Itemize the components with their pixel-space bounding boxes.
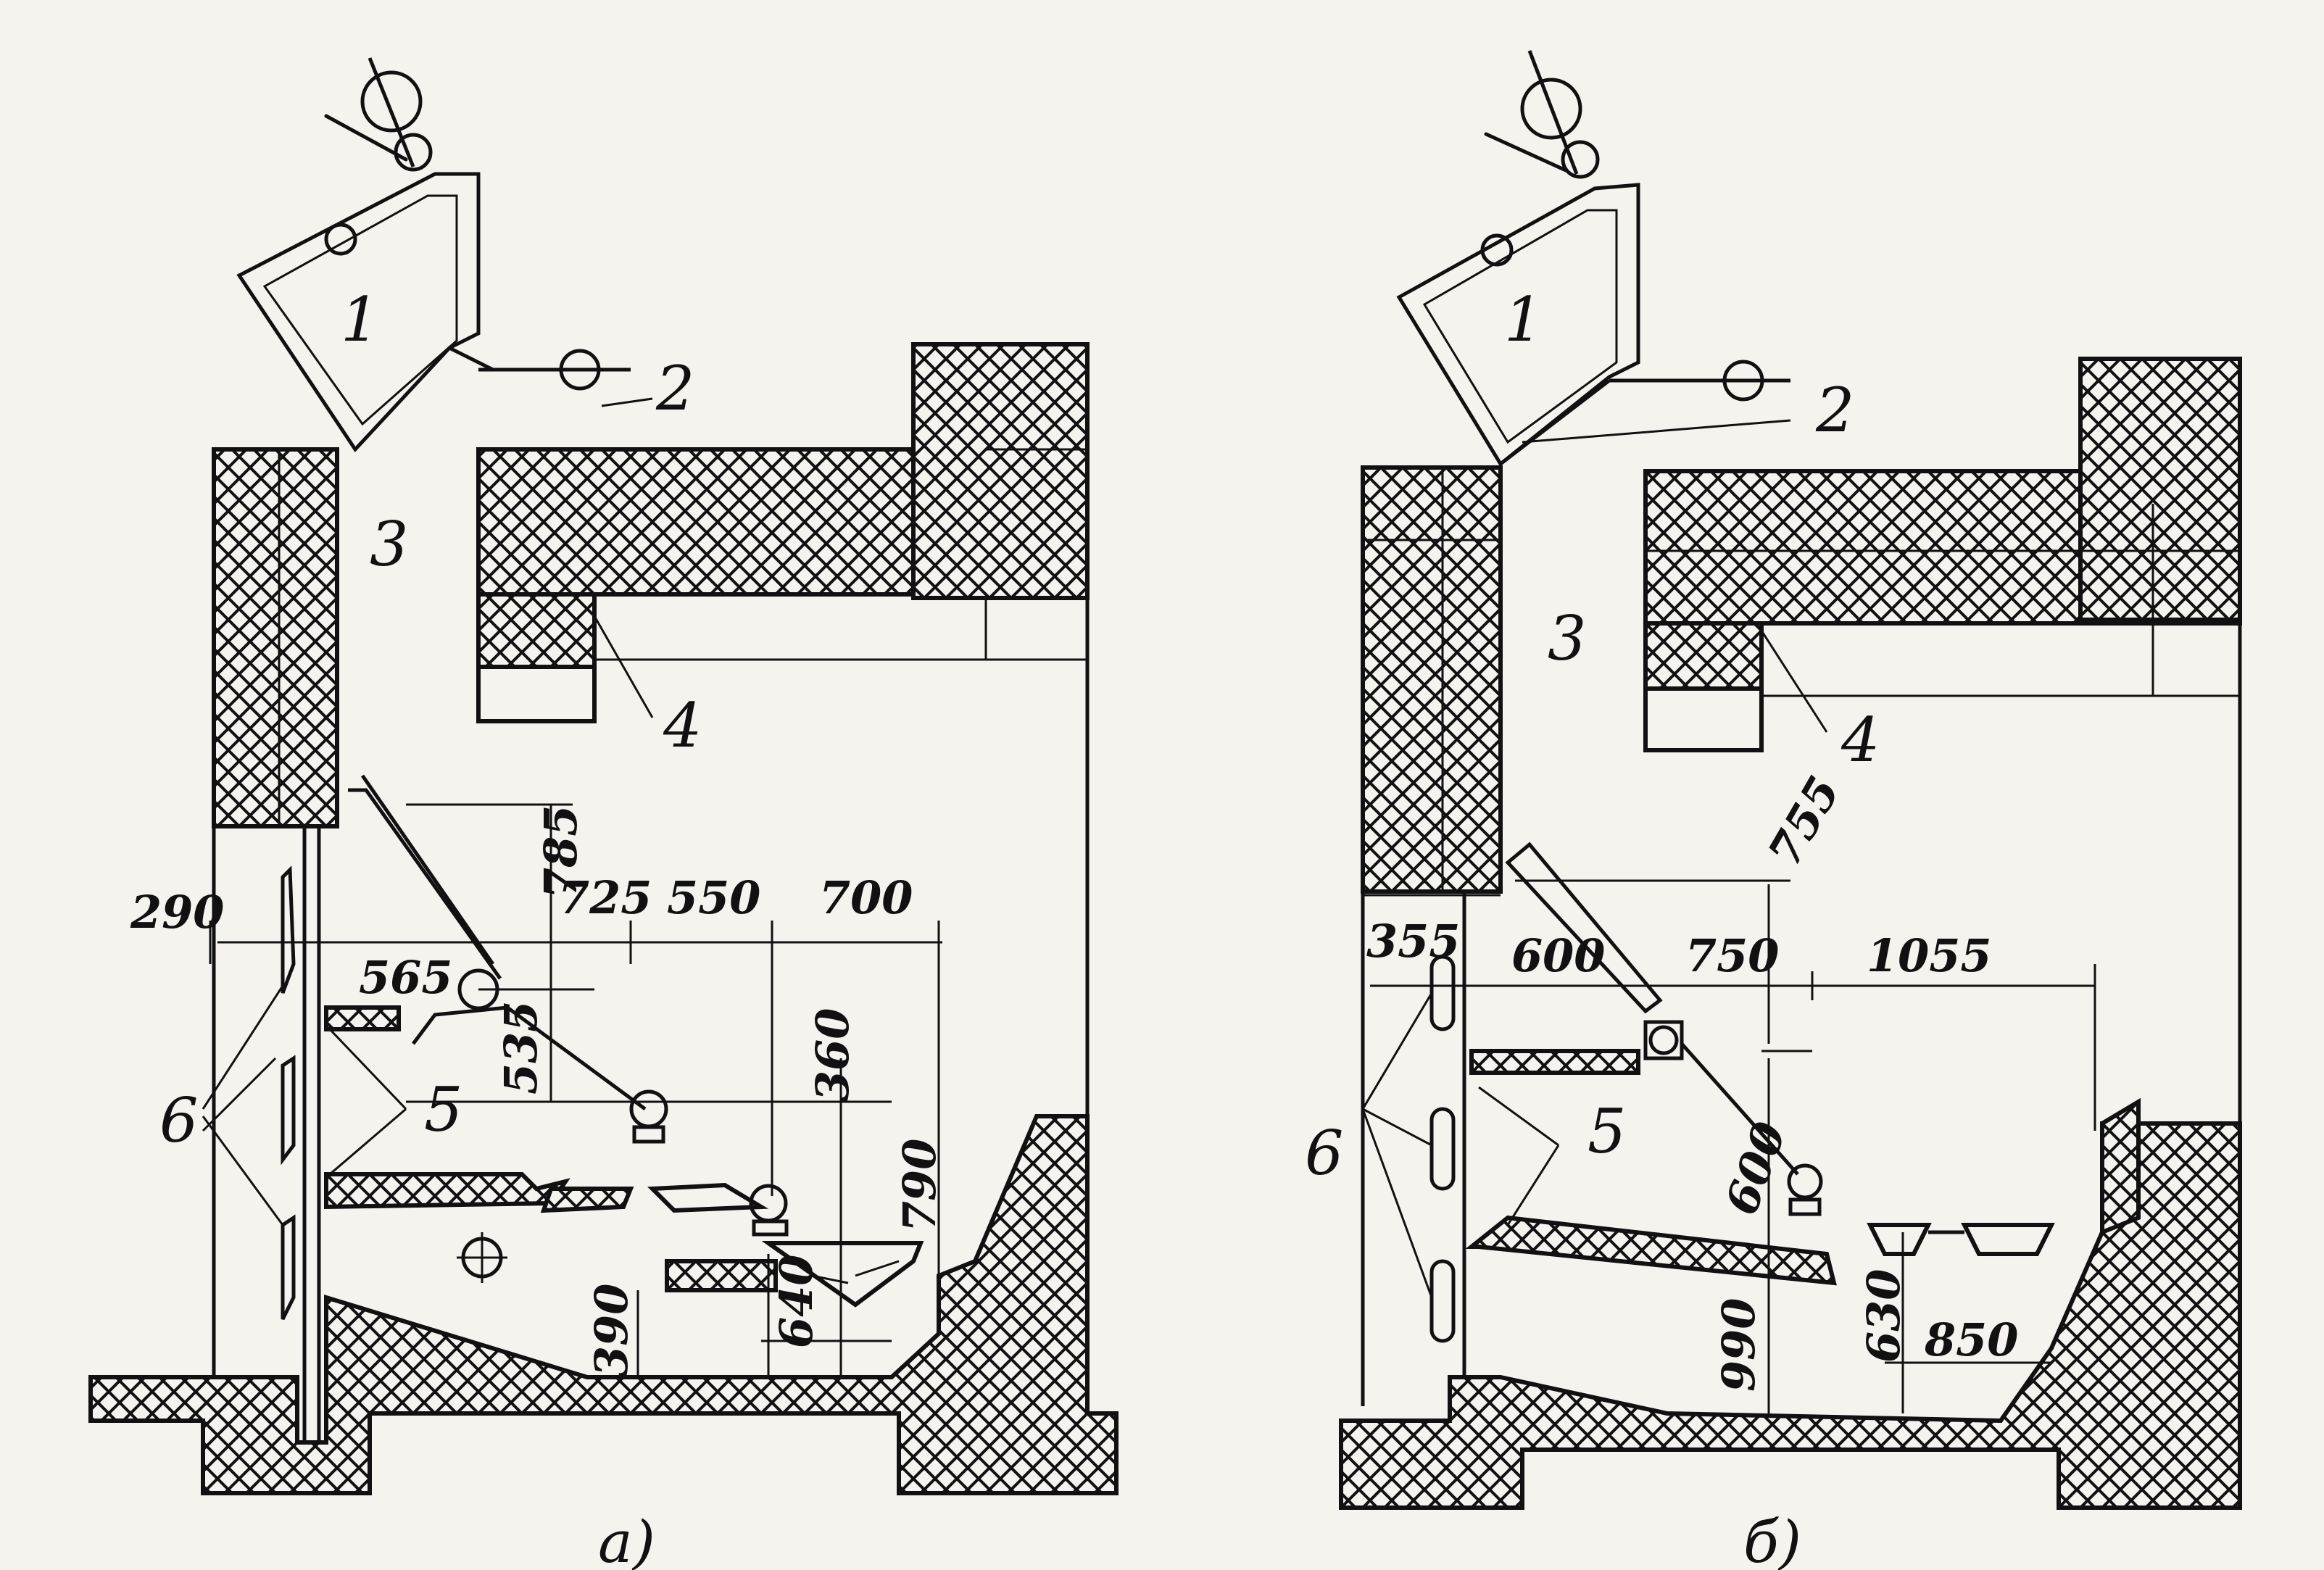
caption-b: б): [1743, 1508, 1801, 1570]
left-wall-a: [212, 447, 339, 828]
label-a-3: 3: [370, 509, 408, 580]
dim-a-550: 550: [667, 871, 760, 924]
dim-b-1055: 1055: [1867, 929, 1992, 982]
hopper-a: [236, 172, 481, 453]
dim-a-725: 725: [558, 871, 652, 924]
dim-b-355: 355: [1366, 915, 1460, 968]
label-b-6: 6: [1305, 1118, 1343, 1189]
label-a-5: 5: [424, 1074, 462, 1145]
furnace-b: 1 2 3 4 5 6 755 355 600 750 1055 600 990…: [1305, 50, 2242, 1570]
dim-a-700: 700: [819, 871, 913, 924]
dim-a-535: 535: [494, 1001, 547, 1095]
label-a-2: 2: [655, 353, 694, 424]
dim-b-630: 630: [1857, 1269, 1910, 1363]
label-b-5: 5: [1588, 1096, 1626, 1167]
label-a-6: 6: [159, 1085, 198, 1156]
roof-a: [476, 447, 988, 597]
left-wall-b: [1361, 465, 1503, 894]
dim-b-990: 990: [1712, 1298, 1765, 1392]
dim-a-640: 640: [770, 1255, 823, 1348]
dim-a-290: 290: [130, 886, 224, 939]
dim-b-850: 850: [1924, 1313, 2018, 1366]
dim-b-750: 750: [1685, 929, 1779, 982]
label-a-4: 4: [663, 690, 702, 761]
dim-a-390: 390: [585, 1284, 638, 1377]
furnace-a: 1 2 3 4 5 6 785 725 550 700 290 565 535 …: [88, 57, 1119, 1570]
floor-a: [88, 1114, 1119, 1495]
dim-b-755: 755: [1758, 768, 1851, 876]
dim-a-785: 785: [534, 805, 587, 899]
label-b-1: 1: [1504, 284, 1543, 355]
dim-b-600-top: 600: [1511, 929, 1605, 982]
caption-a: а): [598, 1508, 655, 1570]
dim-a-565: 565: [359, 951, 452, 1004]
dim-a-360: 360: [806, 1008, 859, 1102]
dim-b-600-side: 600: [1714, 1116, 1796, 1222]
label-b-4: 4: [1840, 705, 1880, 776]
label-b-2: 2: [1815, 375, 1854, 446]
label-b-3: 3: [1548, 603, 1586, 674]
label-a-1: 1: [341, 284, 379, 355]
dim-a-790: 790: [893, 1139, 946, 1232]
